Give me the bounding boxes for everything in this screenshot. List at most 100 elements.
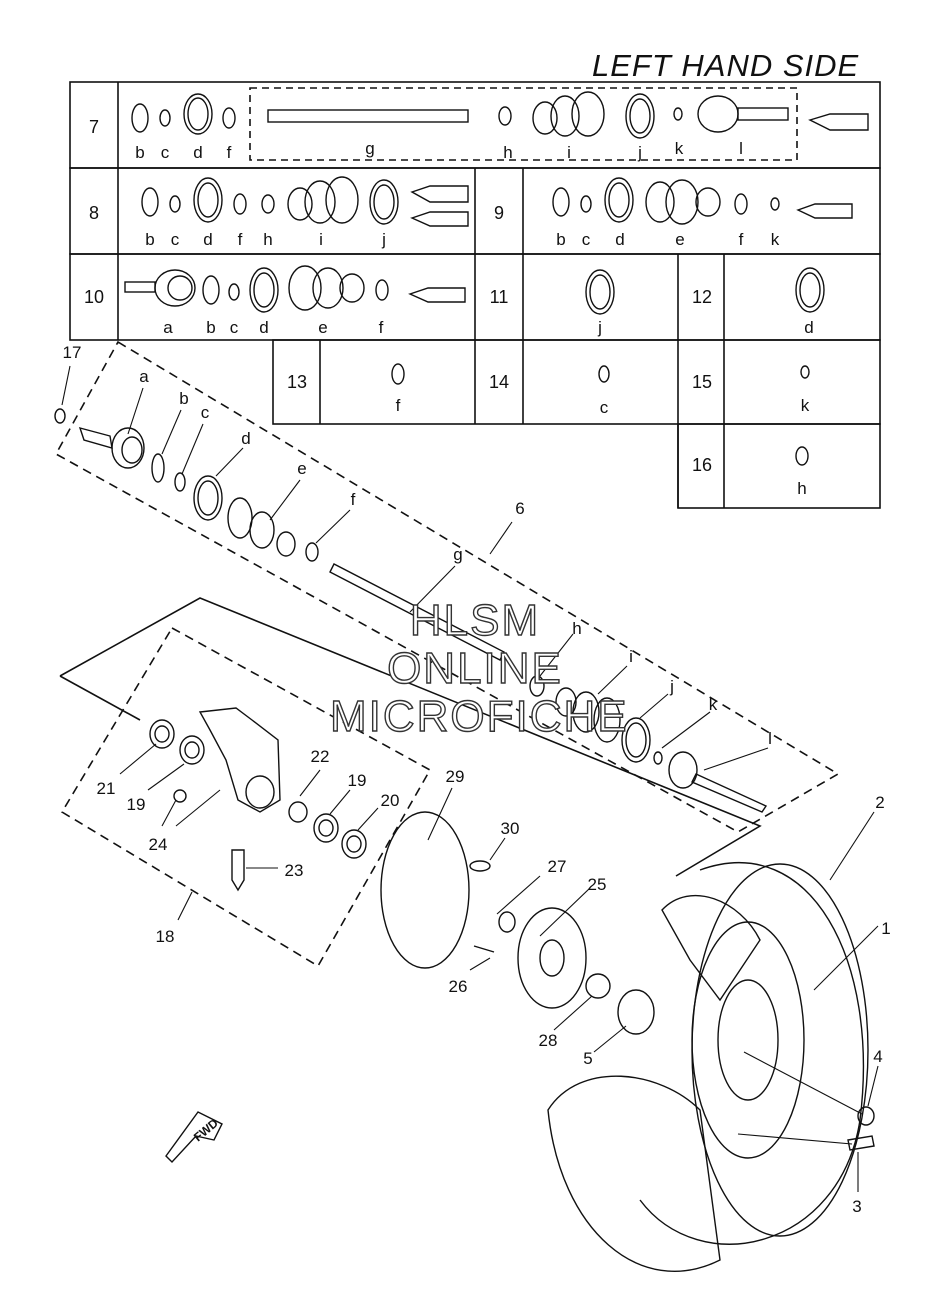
row7-letter: l [739, 139, 743, 158]
callout-1: 1 [881, 919, 890, 938]
row10-letter: c [230, 318, 239, 337]
row10-letter: e [318, 318, 327, 337]
callout-i: i [629, 647, 633, 666]
row-number-9: 9 [494, 203, 504, 223]
kit-table-grid [69, 81, 881, 509]
row9-letter: f [739, 230, 744, 249]
callout-c: c [201, 403, 210, 422]
row-number-8: 8 [89, 203, 99, 223]
callout-2: 2 [875, 793, 884, 812]
row-number-16: 16 [692, 455, 712, 475]
row8-letter: j [381, 230, 386, 249]
knuckle-box [60, 626, 432, 968]
row7-letter: b [135, 143, 144, 162]
row9-letter: b [556, 230, 565, 249]
callout-k: k [709, 695, 718, 714]
callout-19: 19 [127, 795, 146, 814]
row8-letter: h [263, 230, 272, 249]
shaft-parts [54, 408, 768, 813]
knuckle-parts [149, 707, 367, 892]
row7-letter: h [503, 143, 512, 162]
row14-letter: c [600, 398, 609, 417]
row7-letter: c [161, 143, 170, 162]
shaft-box [54, 340, 840, 833]
single-kit-letters: j d f c k h [396, 318, 814, 498]
row9-letter: c [582, 230, 591, 249]
callout-j: j [669, 677, 674, 696]
shaft-callouts: 17 a b c d e f g 6 h i j k l [63, 343, 772, 748]
callout-4: 4 [873, 1047, 882, 1066]
row11-letter: j [597, 318, 602, 337]
callout-h: h [572, 619, 581, 638]
row7-letter: i [567, 143, 571, 162]
diagram-title: LEFT HAND SIDE [592, 48, 860, 83]
row-number-14: 14 [489, 372, 509, 392]
row10-letter: d [259, 318, 268, 337]
row7-letters: b c d f g h i j k l [135, 139, 743, 162]
row10-letter: b [206, 318, 215, 337]
callout-l: l [768, 729, 772, 748]
callout-18: 18 [156, 927, 175, 946]
row-number-13: 13 [287, 372, 307, 392]
knuckle-outline [59, 597, 762, 877]
row-number-12: 12 [692, 287, 712, 307]
row8-letter: i [319, 230, 323, 249]
part-callouts: 21 19 24 22 19 20 23 18 29 30 27 25 26 2… [97, 747, 891, 1216]
row10-letter: a [163, 318, 173, 337]
row7-letter: j [637, 143, 642, 162]
leader-lines [61, 365, 879, 1192]
callout-g: g [453, 545, 462, 564]
watermark-line-1: HLSM [409, 595, 541, 645]
row10-letters: a b c d e f [163, 318, 383, 337]
row12-letter: d [804, 318, 813, 337]
row8-letter: d [203, 230, 212, 249]
callout-24: 24 [149, 835, 168, 854]
callout-21: 21 [97, 779, 116, 798]
callout-20: 20 [381, 791, 400, 810]
row8-letter: b [145, 230, 154, 249]
callout-6: 6 [515, 499, 524, 518]
callout-b: b [179, 389, 188, 408]
row-number-10: 10 [84, 287, 104, 307]
row9-letter: d [615, 230, 624, 249]
callout-19: 19 [348, 771, 367, 790]
row-number-7: 7 [89, 117, 99, 137]
row7-letter: f [227, 143, 232, 162]
callout-17: 17 [63, 343, 82, 362]
row16-letter: h [797, 479, 806, 498]
row8-icons [141, 176, 469, 227]
callout-5: 5 [583, 1049, 592, 1068]
fwd-label: FWD [191, 1116, 221, 1145]
row8-letter: f [238, 230, 243, 249]
callout-f: f [351, 490, 356, 509]
callout-d: d [241, 429, 250, 448]
row10-letter: f [379, 318, 384, 337]
callout-25: 25 [588, 875, 607, 894]
row9-icons [552, 177, 853, 225]
row9-letters: b c d e f k [556, 230, 779, 249]
row13-letter: f [396, 396, 401, 415]
callout-26: 26 [449, 977, 468, 996]
callout-a: a [139, 367, 149, 386]
callout-23: 23 [285, 861, 304, 880]
row-number-11: 11 [490, 287, 509, 307]
callout-27: 27 [548, 857, 567, 876]
row8-letters: b c d f h i j [145, 230, 386, 249]
row7-letter: k [675, 139, 684, 158]
row15-letter: k [801, 396, 810, 415]
disc-hub-wheel [165, 811, 875, 1272]
single-kit-icons [391, 267, 825, 466]
watermark-line-2: ONLINE [386, 643, 563, 693]
callout-e: e [297, 459, 306, 478]
callout-3: 3 [852, 1197, 861, 1216]
callout-30: 30 [501, 819, 520, 838]
row7-icons [131, 91, 869, 139]
watermark-line-3: MICROFICHE [329, 691, 629, 741]
callout-28: 28 [539, 1031, 558, 1050]
row7-letter: g [365, 139, 374, 158]
callout-29: 29 [446, 767, 465, 786]
row9-letter: k [771, 230, 780, 249]
row9-letter: e [675, 230, 684, 249]
row8-letter: c [171, 230, 180, 249]
